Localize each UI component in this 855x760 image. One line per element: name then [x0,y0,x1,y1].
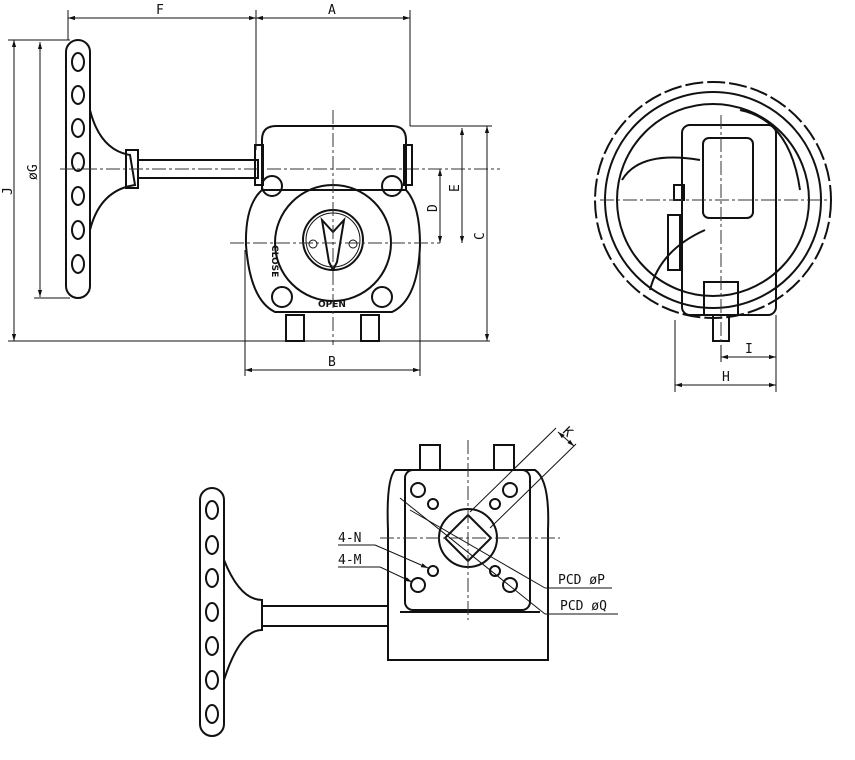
dim-C: C [473,232,488,240]
dim-G: øG [26,164,41,180]
shaft-top [261,605,389,627]
dimensions-front: F A J øG D E C B [1,3,492,376]
close-label: CLOSE [269,245,279,277]
dim-D: D [426,204,441,212]
dim-B: B [328,355,336,370]
dim-A: A [328,3,336,18]
dim-H: H [722,370,730,385]
callout-4-N: 4-N [338,531,361,546]
top-view: K 4-N 4-M PCD øP PCD øQ [199,424,618,737]
dim-I: I [745,342,753,357]
dimensions-side: I H [674,315,777,392]
open-label: OPEN [318,300,346,310]
dim-F: F [156,3,164,18]
callout-pcd-Q: PCD øQ [560,599,607,614]
callout-4-M: 4-M [338,553,362,568]
callout-pcd-P: PCD øP [558,573,605,588]
side-view: I H [594,81,832,392]
dim-E: E [448,184,463,192]
dim-K: K [559,424,575,440]
callouts: K 4-N 4-M PCD øP PCD øQ [338,424,618,615]
front-view: CLOSE OPEN F A J øG D E C [1,3,500,376]
dim-J: J [1,187,16,195]
